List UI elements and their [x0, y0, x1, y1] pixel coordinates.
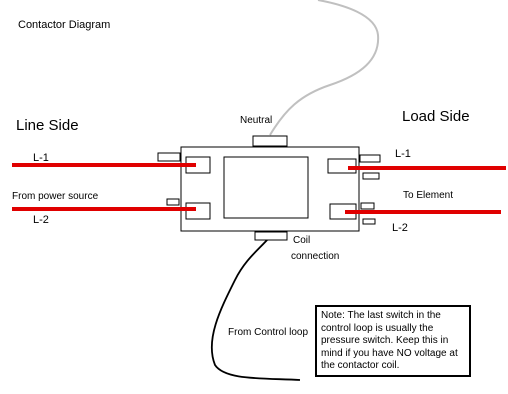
load-side-label: Load Side [402, 108, 470, 125]
to-element-label: To Element [403, 190, 454, 201]
power-source-label: From power source [12, 191, 99, 202]
coil-terminal [254, 231, 288, 241]
l1-left-label: L-1 [33, 152, 49, 164]
neutral-terminal [252, 135, 288, 147]
coil-label: Coil [293, 235, 311, 246]
terminal-l2-load-tab [360, 202, 375, 210]
neutral-label: Neutral [240, 115, 273, 126]
line-side-label: Line Side [16, 117, 79, 134]
note-box: Note: The last switch in the control loo… [315, 305, 471, 377]
control-wire [210, 238, 301, 381]
l1-right-label: L-1 [395, 148, 411, 160]
l2-right-label: L-2 [392, 222, 408, 234]
terminal-l1-load-tab [359, 154, 381, 163]
l2-left-label: L-2 [33, 214, 49, 226]
neutral-wire [269, 0, 380, 136]
terminal-l2-load-tab-low [362, 218, 376, 225]
diagram-title: Contactor Diagram [18, 19, 111, 31]
terminal-l1-load-tab-low [362, 172, 380, 180]
terminal-l1-line-tab [157, 152, 181, 162]
control-loop-label: From Control loop [228, 327, 309, 338]
contactor-window [223, 156, 309, 219]
coil-connection-label: connection [291, 251, 340, 262]
terminal-l2-line-tab [166, 198, 180, 206]
